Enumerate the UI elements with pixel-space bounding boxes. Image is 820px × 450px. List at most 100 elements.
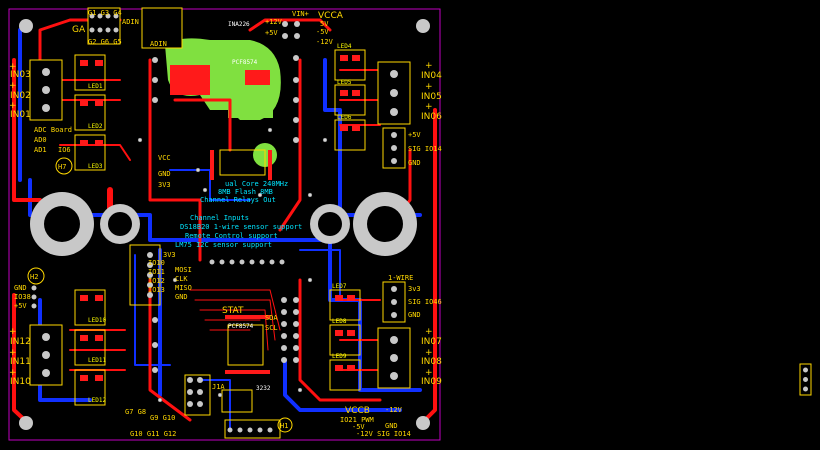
plus-sign: + <box>425 368 433 378</box>
h7-label: H7 <box>58 163 66 171</box>
gpio-row-label: G7 G8 <box>125 408 146 416</box>
plus12v-label: +12V <box>265 18 283 26</box>
spi-io11-label: IO11 <box>148 268 165 276</box>
plus-sign: + <box>9 327 17 337</box>
led-label: LED7 <box>332 283 347 290</box>
spi-io13-label: IO13 <box>148 286 165 294</box>
in03-label: IN03 <box>10 70 31 80</box>
led-label: LED10 <box>88 317 106 324</box>
adc-io-label: IO6 <box>58 146 71 154</box>
in12-label: IN12 <box>10 337 31 347</box>
feature-line: ual Core 240MHz <box>225 180 288 188</box>
onewire-3v3-label: 3v3 <box>408 285 421 293</box>
feature-line: Channel Inputs <box>190 214 249 222</box>
adc-board-label: ADC Board <box>34 126 72 134</box>
h2-label: H2 <box>30 273 38 281</box>
spi-clk-label: CLK <box>175 275 188 283</box>
board-outline <box>8 8 441 441</box>
spi-3v3-label: 3V3 <box>163 251 176 259</box>
spi-io12-label: IO12 <box>148 277 165 285</box>
in02-label: IN02 <box>10 91 31 101</box>
h2-gnd-label: GND <box>14 284 27 292</box>
j1a-label: J1A <box>212 383 225 391</box>
adin-top-label: ADIN <box>122 18 139 26</box>
feature-line: 8MB Flash 8MB <box>218 188 273 196</box>
minus5v-top-label: -5V <box>316 28 329 36</box>
in08-label: IN08 <box>421 357 442 367</box>
vin-label: VIN+ <box>292 10 309 18</box>
led-label: LED1 <box>88 83 103 90</box>
gpio-header-bottom-label: G2 G6 G5 <box>88 38 122 46</box>
vccb-label: VCCB <box>345 406 370 416</box>
spi-gnd-label: GND <box>175 293 188 301</box>
spi-miso-label: MISO <box>175 284 192 292</box>
led-label: LED6 <box>337 114 352 121</box>
h1-marker <box>277 417 293 433</box>
feature-line: DS18B20 1-wire sensor support <box>180 223 302 231</box>
plus-sign: + <box>425 61 433 71</box>
spi-mosi-label: MOSI <box>175 266 192 274</box>
stat-label: STAT <box>222 306 244 316</box>
bottom-minus5v-label: -5V <box>352 423 365 431</box>
minus12v-top-label: -12V <box>316 38 334 46</box>
led-label: LED5 <box>337 79 352 86</box>
relay-components <box>74 49 366 439</box>
onewire-title: 1-WIRE <box>388 274 413 282</box>
plus-sign: + <box>425 102 433 112</box>
sig-io14-plus5-label: +5V <box>408 131 421 139</box>
pcf8574-top-label: PCF8574 <box>232 59 258 66</box>
gnd-label: GND <box>158 170 171 178</box>
plus-sign: + <box>425 327 433 337</box>
through-hole-pads <box>31 13 398 433</box>
ad1-label: AD1 <box>34 146 47 154</box>
h1-label: H1 <box>280 422 288 430</box>
gpio-row2-label: G9 G10 <box>150 414 175 422</box>
led-label: LED3 <box>88 163 103 170</box>
led-label: LED2 <box>88 123 103 130</box>
feature-line: LM75 I2C sensor support <box>175 241 272 249</box>
scl-label: SCL <box>265 324 278 332</box>
feature-line: Remote Control support <box>185 232 278 240</box>
in09-label: IN09 <box>421 377 442 387</box>
v5-label: 5V <box>320 20 329 28</box>
relay-led-labels: LED1 LED2 LED3 LED4 LED5 LED6 LED7 LED8 … <box>88 43 352 404</box>
h2-io38-label: IO38 <box>14 293 31 301</box>
gpio-header-top-label: G1 G3 G4 <box>88 9 122 17</box>
adin-bottom-label: ADIN <box>150 40 167 48</box>
plus-sign: + <box>9 81 17 91</box>
chip-3232-label: 3232 <box>256 385 271 392</box>
in01-label: IN01 <box>10 110 31 120</box>
plus-sign: + <box>425 348 433 358</box>
led-label: LED4 <box>337 43 352 50</box>
minus12v-bottom-label: -12V <box>385 406 403 414</box>
in05-label: IN05 <box>421 92 442 102</box>
ina226-label: INA226 <box>228 21 250 28</box>
feature-list: ual Core 240MHz 8MB Flash 8MB Channel Re… <box>175 180 302 249</box>
h2-marker <box>27 267 45 285</box>
feature-line: Channel Relays Out <box>200 196 276 204</box>
ga-label: GA <box>72 25 86 35</box>
ad0-label: AD0 <box>34 136 47 144</box>
smd-pads <box>80 55 360 381</box>
bottom-gnd-label: GND <box>385 422 398 430</box>
onewire-sig-label: SIG IO46 <box>408 298 442 306</box>
plus-sign: + <box>9 368 17 378</box>
in11-label: IN11 <box>10 357 31 367</box>
sda-label: SDA <box>265 314 278 322</box>
h2-plus5v-label: +5V <box>14 302 27 310</box>
led-label: LED11 <box>88 357 106 364</box>
gpio-row3-label: G10 G11 G12 <box>130 430 176 438</box>
plus-sign: + <box>425 82 433 92</box>
led-label: LED9 <box>332 353 347 360</box>
external-header <box>799 363 812 396</box>
in06-label: IN06 <box>421 112 442 122</box>
vcca-label: VCCA <box>318 11 344 21</box>
plus-sign: + <box>9 348 17 358</box>
vcc-label: VCC <box>158 154 171 162</box>
mounting-holes <box>19 19 430 430</box>
in04-label: IN04 <box>421 71 442 81</box>
plus-sign: + <box>9 101 17 111</box>
sig-io14-sig-label: SIG IO14 <box>408 145 442 153</box>
led-label: LED12 <box>88 397 106 404</box>
